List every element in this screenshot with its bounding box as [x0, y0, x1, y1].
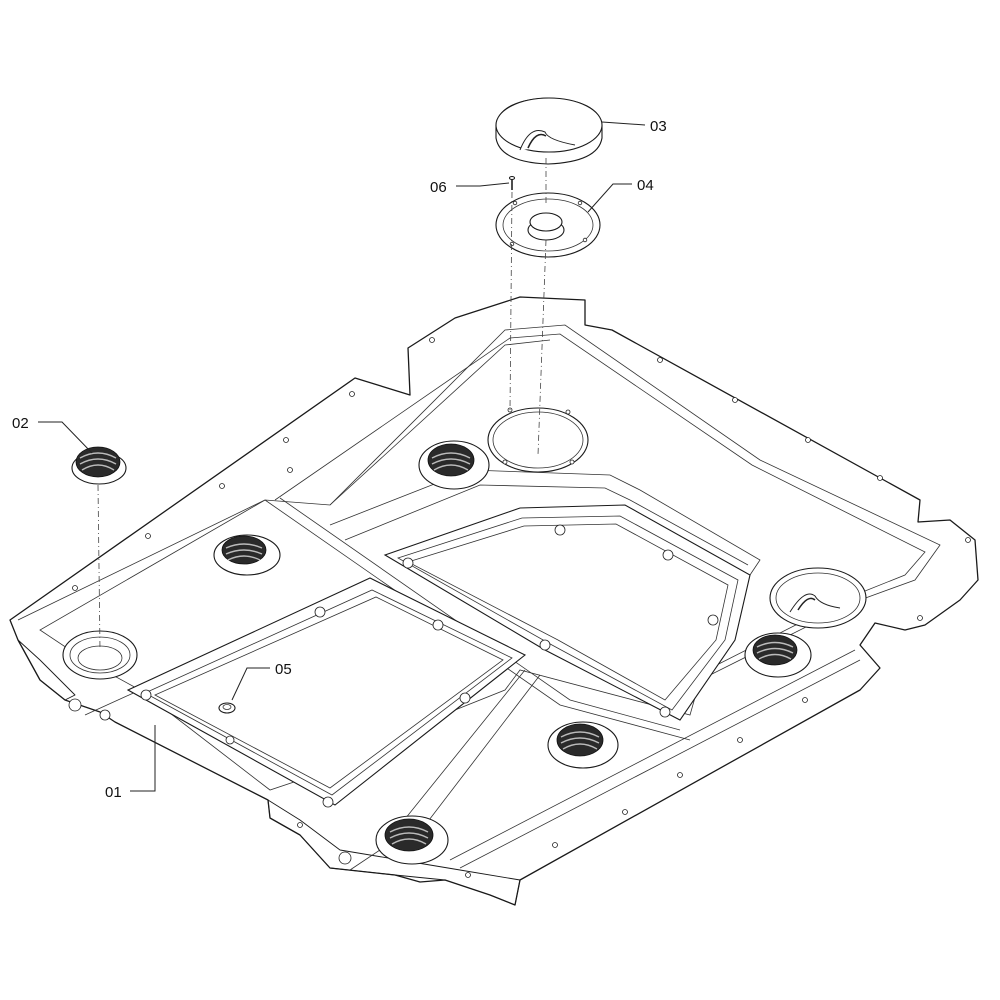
vent-left-top: [213, 534, 281, 576]
vent-lower-right: [547, 721, 619, 769]
assembly-line-02: [97, 484, 101, 651]
vent-right: [744, 632, 812, 678]
part-04-flange-ring: [495, 192, 601, 258]
assembly-line-04: [537, 239, 547, 456]
vent-center-top: [418, 440, 490, 490]
installed-hatch-cover: [769, 567, 867, 629]
part-05-screw-insert: [218, 702, 236, 714]
right-window-opening: [383, 504, 751, 721]
part-03-hatch-cover: [495, 97, 603, 165]
left-window-opening: [126, 577, 527, 806]
callout-05: 05: [275, 661, 292, 678]
vent-hole-left: [62, 630, 138, 680]
callout-06: 06: [430, 179, 447, 196]
callout-03: 03: [650, 118, 667, 135]
vent-lower-front: [375, 815, 449, 865]
part-02-vent-insert: [71, 446, 127, 485]
assembly-line-06: [509, 191, 513, 411]
part-06-screw: [508, 175, 516, 190]
callout-01: 01: [105, 784, 122, 801]
hatch-opening: [487, 407, 589, 473]
callout-04: 04: [637, 177, 654, 194]
callout-02: 02: [12, 415, 29, 432]
frame-screws: [68, 524, 719, 865]
callout-leaders: [38, 121, 646, 792]
mounting-holes: [72, 337, 971, 878]
